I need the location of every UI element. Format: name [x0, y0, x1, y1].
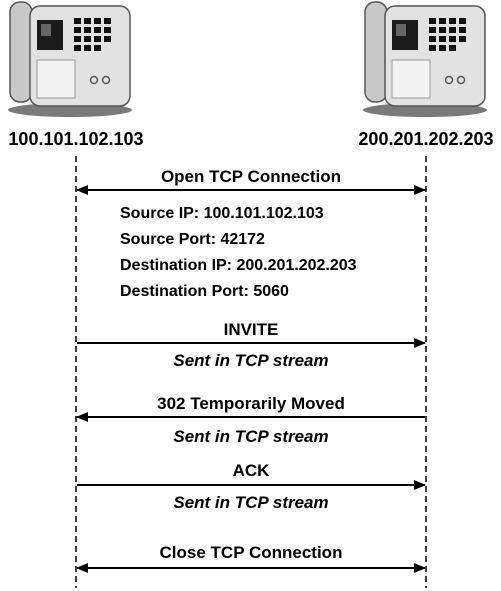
- message-sublabel-ack: Sent in TCP stream: [173, 493, 328, 512]
- ip-phone-icon: [362, 1, 488, 118]
- message-label-302: 302 Temporarily Moved: [157, 394, 345, 413]
- source-port-text: Source Port: 42172: [120, 231, 265, 248]
- destination-ip-text: Destination IP: 200.201.202.203: [120, 257, 357, 274]
- message-sublabel-302: Sent in TCP stream: [173, 427, 328, 446]
- right-endpoint-address: 200.201.202.203: [358, 129, 493, 149]
- right-phone: [362, 1, 488, 118]
- source-ip-text: Source IP: 100.101.102.103: [120, 205, 324, 222]
- destination-port-text: Destination Port: 5060: [120, 283, 289, 300]
- message-label-ack: ACK: [233, 461, 271, 480]
- message-label-invite: INVITE: [224, 320, 279, 339]
- left-endpoint-address: 100.101.102.103: [8, 129, 143, 149]
- message-label-close-tcp: Close TCP Connection: [160, 543, 343, 562]
- left-phone: [7, 1, 133, 118]
- message-label-open-tcp: Open TCP Connection: [161, 167, 341, 186]
- ip-phone-icon: [7, 1, 133, 118]
- message-sublabel-invite: Sent in TCP stream: [173, 351, 328, 370]
